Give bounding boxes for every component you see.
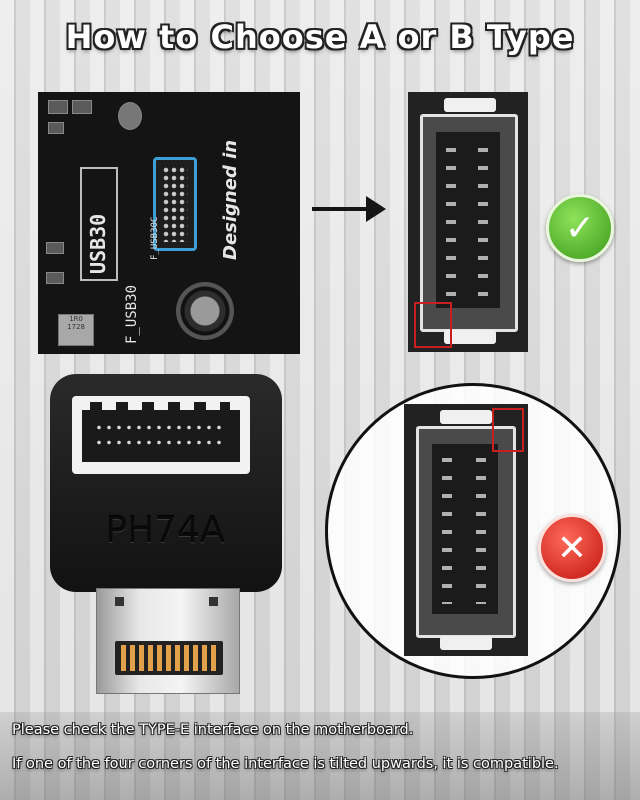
latch-bottom bbox=[440, 636, 492, 650]
capacitor bbox=[118, 102, 142, 130]
smd-component bbox=[72, 100, 92, 114]
plug-hole bbox=[209, 597, 218, 606]
usb-header-highlight bbox=[153, 157, 197, 251]
mounting-screw bbox=[176, 282, 234, 340]
note-line-1: Please check the TYPE-E interface on the… bbox=[12, 722, 414, 738]
corner-highlight bbox=[492, 408, 524, 452]
pin-column bbox=[442, 458, 452, 604]
chip-marking: 1R0 1728 bbox=[67, 315, 85, 331]
pin-column bbox=[478, 148, 488, 298]
smd-component bbox=[46, 272, 64, 284]
latch-top bbox=[444, 98, 496, 112]
plug-hole bbox=[115, 597, 124, 606]
note-line-2: If one of the four corners of the interf… bbox=[12, 756, 559, 772]
latch-top bbox=[440, 410, 492, 424]
plug-contacts bbox=[115, 641, 223, 675]
header-pins bbox=[162, 166, 188, 242]
smd-component bbox=[48, 100, 68, 114]
pin-column bbox=[446, 148, 456, 298]
motherboard-photo: USB30 F_USB30C Designed in F_USB30 1R0 1… bbox=[38, 92, 300, 354]
connector-tag: F_USB30C bbox=[150, 216, 160, 260]
adapter-port bbox=[72, 396, 250, 474]
f-usb30-label: F_USB30 bbox=[124, 284, 140, 344]
adapter-model: PH74A bbox=[105, 510, 225, 551]
adapter-socket-pins bbox=[94, 420, 224, 450]
usb30-outline bbox=[80, 167, 118, 281]
tilted-corner-highlight bbox=[414, 302, 452, 348]
notes-band bbox=[0, 712, 640, 800]
pin-column bbox=[476, 458, 486, 604]
correct-connector-closeup bbox=[408, 92, 528, 352]
type-e-plug bbox=[96, 588, 240, 694]
check-icon: ✓ bbox=[546, 194, 614, 262]
gold-pins bbox=[121, 645, 217, 671]
smd-component bbox=[46, 242, 64, 254]
adapter-socket-teeth bbox=[90, 402, 230, 416]
cross-icon: ✕ bbox=[538, 514, 606, 582]
smd-component bbox=[48, 122, 64, 134]
latch-bottom bbox=[444, 330, 496, 344]
arrow-head-icon bbox=[366, 196, 386, 222]
wrong-connector-closeup bbox=[404, 404, 528, 656]
arrow-icon bbox=[312, 207, 372, 211]
inductor-chip: 1R0 1728 bbox=[58, 314, 94, 346]
designed-in-text: Designed in bbox=[220, 139, 241, 260]
usb30-label: USB30 bbox=[86, 213, 110, 274]
page-title: How to Choose A or B Type bbox=[65, 18, 575, 56]
